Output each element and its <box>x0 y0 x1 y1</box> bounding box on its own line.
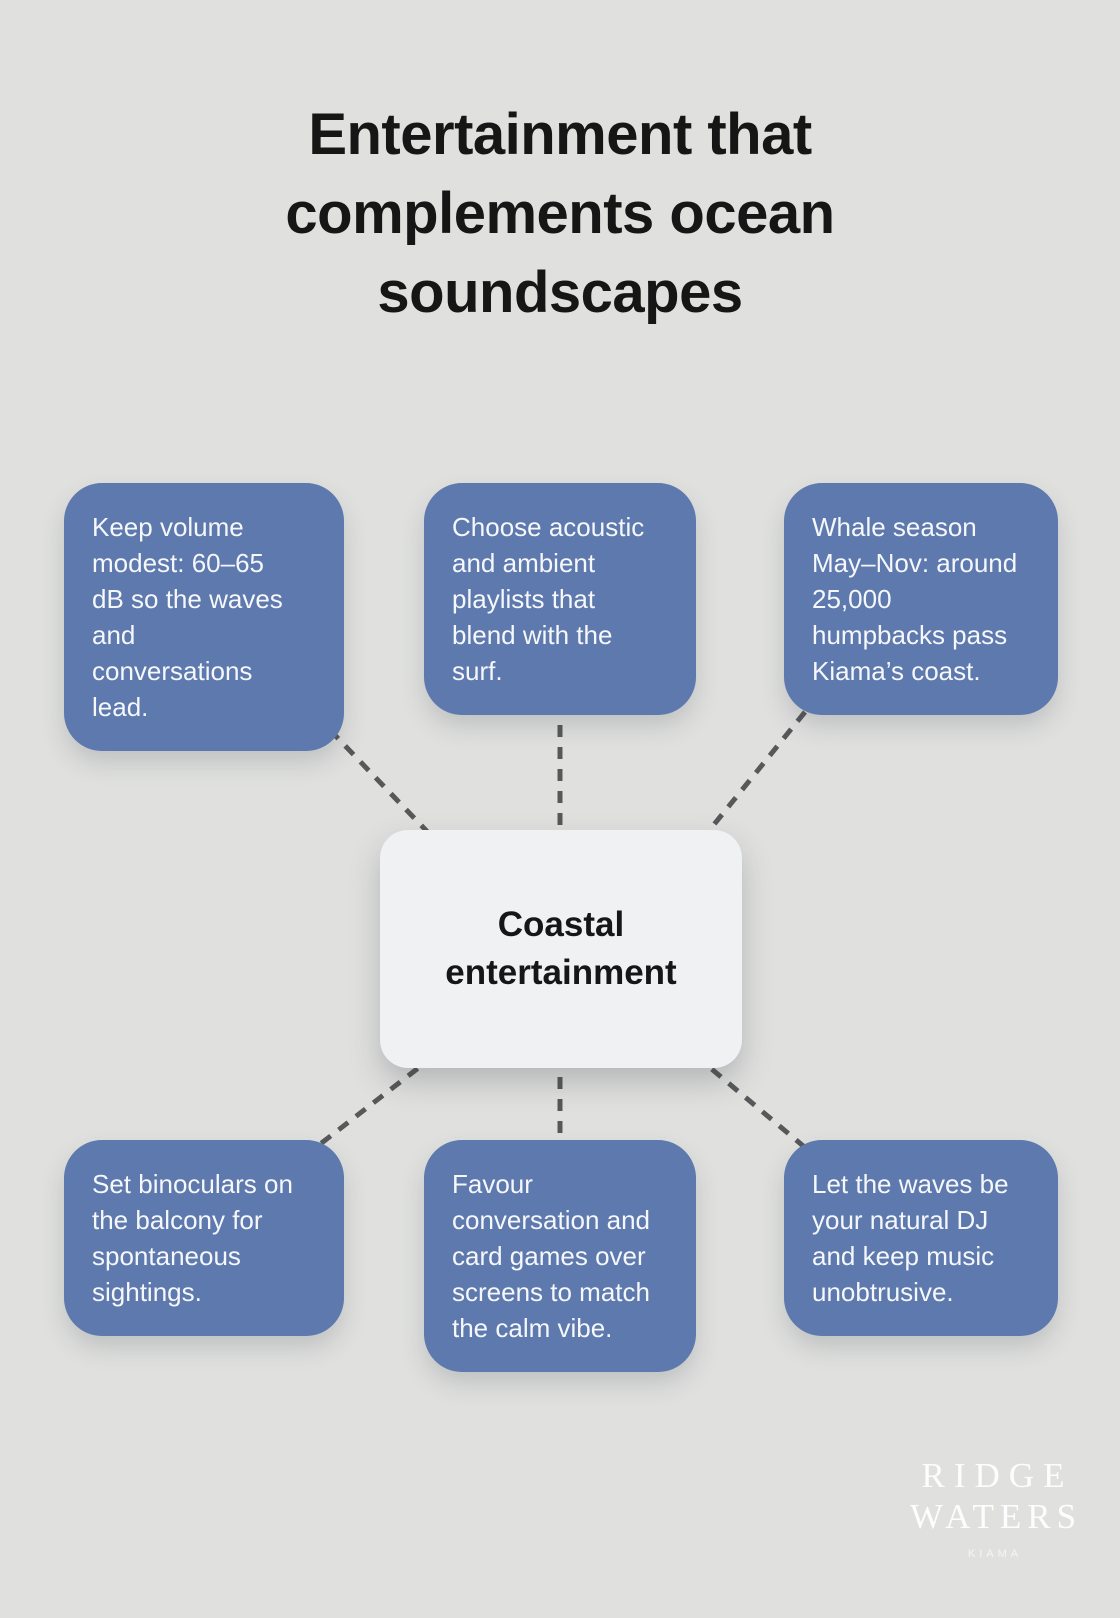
connector-top-left <box>328 728 442 847</box>
connector-top-right <box>693 710 807 850</box>
logo-kiama: KIAMA <box>967 1548 1023 1560</box>
connector-bottom-right <box>693 1053 810 1152</box>
node-bottom-right: Let the waves be your natural DJ and kee… <box>784 1140 1058 1336</box>
node-top-right: Whale season May–Nov: around 25,000 hump… <box>784 483 1058 715</box>
node-bottom-middle: Favour conversation and card games over … <box>424 1140 696 1372</box>
logo-waters: WATERS <box>909 1497 1083 1536</box>
node-top-left: Keep volume modest: 60–65 dB so the wave… <box>64 483 344 751</box>
node-bottom-left: Set binoculars on the balcony for sponta… <box>64 1140 344 1336</box>
brand-logo: RIDGE WATERS KIAMA <box>868 1458 1118 1560</box>
connector-bottom-left <box>308 1053 437 1154</box>
logo-ridge: RIDGE <box>921 1456 1074 1495</box>
page-title: Entertainment that complements ocean sou… <box>285 102 835 325</box>
center-node: Coastal entertainment <box>380 830 742 1068</box>
node-top-middle: Choose acoustic and ambient playlists th… <box>424 483 696 715</box>
